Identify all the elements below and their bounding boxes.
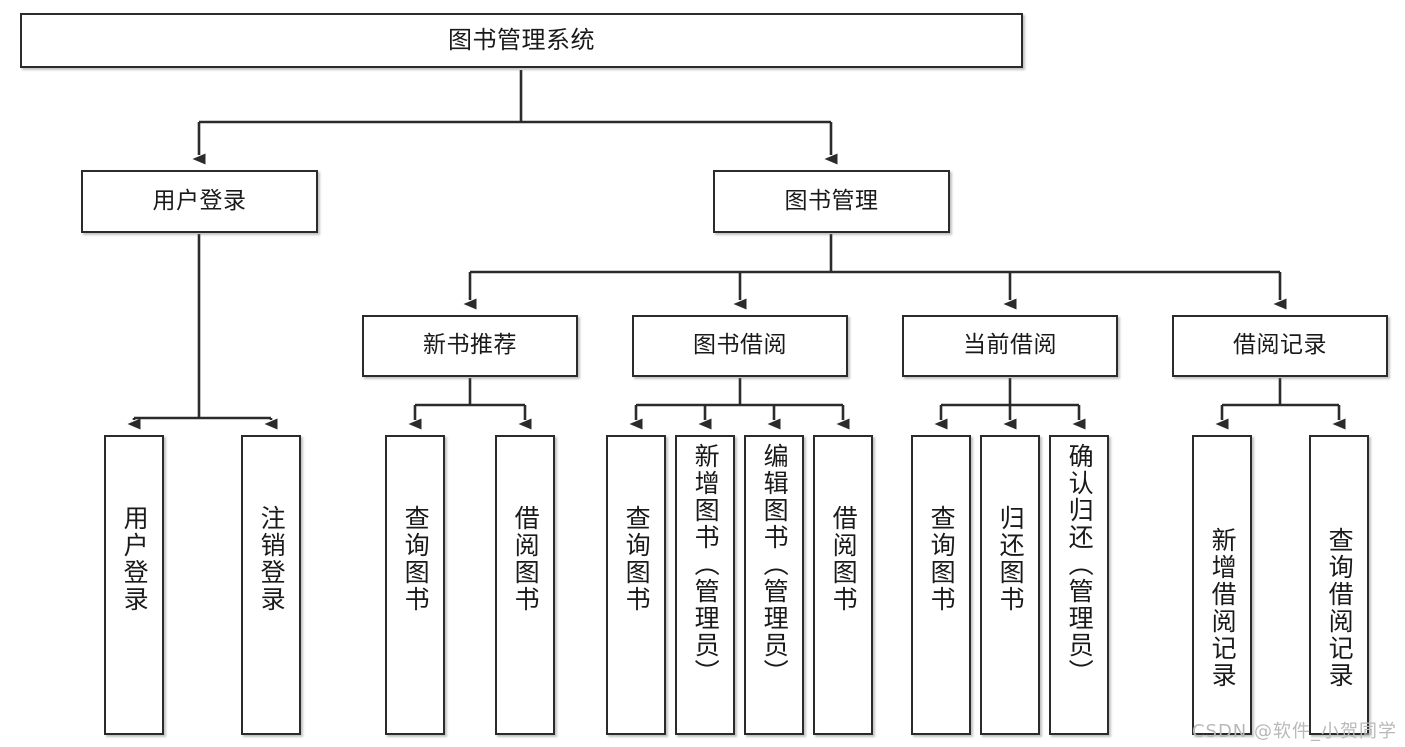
node-leaf-logout-label: 注销登录 (257, 505, 287, 613)
node-leaf-user-login[interactable]: 用户登录 (104, 435, 164, 735)
node-root[interactable]: 图书管理系统 (20, 13, 1023, 68)
node-leaf-user-login-label: 用户登录 (120, 505, 150, 613)
node-leaf-logout[interactable]: 注销登录 (241, 435, 301, 735)
node-user-login[interactable]: 用户登录 (81, 170, 318, 233)
node-leaf-borrow-book-2[interactable]: 借阅图书 (813, 435, 873, 735)
node-new-book-recommend-label: 新书推荐 (423, 332, 517, 359)
node-leaf-add-record-label: 新增借阅记录 (1208, 527, 1238, 689)
node-leaf-return-book[interactable]: 归还图书 (980, 435, 1040, 735)
node-borrow-record-label: 借阅记录 (1233, 332, 1327, 359)
node-book-borrow[interactable]: 图书借阅 (632, 315, 848, 377)
node-leaf-borrow-book-1[interactable]: 借阅图书 (495, 435, 555, 735)
node-leaf-confirm-return-label: 确认归还（管理员） (1065, 443, 1095, 686)
node-leaf-query-book-2-label: 查询图书 (622, 505, 652, 613)
node-leaf-query-book-2[interactable]: 查询图书 (606, 435, 666, 735)
node-leaf-add-book[interactable]: 新增图书（管理员） (675, 435, 735, 735)
node-leaf-add-book-label: 新增图书（管理员） (691, 443, 721, 686)
node-user-login-label: 用户登录 (152, 187, 247, 214)
node-leaf-return-book-label: 归还图书 (996, 505, 1026, 613)
node-leaf-query-record[interactable]: 查询借阅记录 (1309, 435, 1369, 735)
node-leaf-add-record[interactable]: 新增借阅记录 (1192, 435, 1252, 735)
node-leaf-edit-book[interactable]: 编辑图书（管理员） (744, 435, 804, 735)
node-root-label: 图书管理系统 (448, 26, 595, 55)
node-leaf-query-book-1[interactable]: 查询图书 (385, 435, 445, 735)
node-leaf-query-book-3[interactable]: 查询图书 (911, 435, 971, 735)
node-leaf-query-book-1-label: 查询图书 (401, 505, 431, 613)
node-leaf-query-book-3-label: 查询图书 (927, 505, 957, 613)
node-borrow-record[interactable]: 借阅记录 (1172, 315, 1388, 377)
node-book-management-label: 图书管理 (784, 187, 879, 214)
node-current-borrow[interactable]: 当前借阅 (902, 315, 1118, 377)
node-leaf-edit-book-label: 编辑图书（管理员） (760, 443, 790, 686)
node-leaf-borrow-book-2-label: 借阅图书 (829, 505, 859, 613)
watermark-text: CSDN @软件_小贺同学 (1191, 721, 1397, 742)
node-new-book-recommend[interactable]: 新书推荐 (362, 315, 578, 377)
node-leaf-confirm-return[interactable]: 确认归还（管理员） (1049, 435, 1109, 735)
node-current-borrow-label: 当前借阅 (963, 332, 1057, 359)
node-leaf-query-record-label: 查询借阅记录 (1325, 527, 1355, 689)
node-leaf-borrow-book-1-label: 借阅图书 (511, 505, 541, 613)
node-book-borrow-label: 图书借阅 (693, 332, 787, 359)
node-book-management[interactable]: 图书管理 (713, 170, 950, 233)
